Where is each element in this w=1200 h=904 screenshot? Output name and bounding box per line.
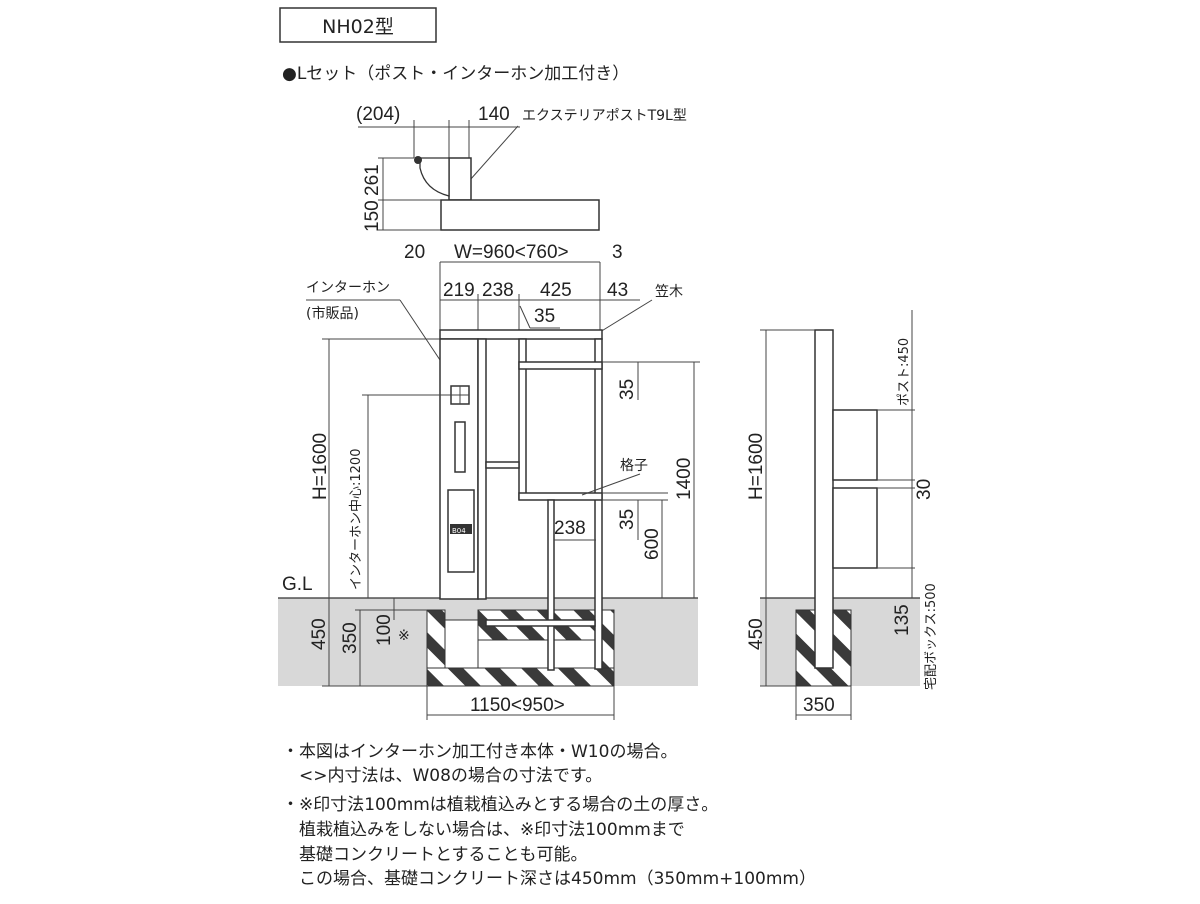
dim-450: 450 bbox=[309, 618, 330, 650]
side-elevation: H=1600 ポスト:450 30 宅配ボックス:500 135 450 350 bbox=[746, 310, 939, 720]
plan-view: (204) 140 エクステリアポストT9L型 261 150 bbox=[356, 104, 687, 232]
intercom-label: インターホン bbox=[306, 280, 390, 296]
note-line-6: この場合、基礎コンクリート深さは450mm（350mm+100mm） bbox=[282, 869, 816, 889]
koushi-label: 格子 bbox=[620, 458, 648, 474]
dim-425: 425 bbox=[540, 280, 572, 301]
drawing-subtitle: ●Lセット（ポスト・インターホン加工付き） bbox=[282, 64, 629, 84]
note-line-2: <>内寸法は、W08の場合の寸法です。 bbox=[282, 766, 603, 786]
side-dim-30: 30 bbox=[914, 479, 935, 500]
kasagi-label: 笠木 bbox=[655, 284, 683, 300]
front-elevation: G.L 20 W=960<760> 3 219 238 425 43 35 笠木… bbox=[278, 242, 700, 720]
plan-base bbox=[440, 199, 600, 231]
side-dim-height: H=1600 bbox=[746, 433, 767, 500]
dim-204: (204) bbox=[356, 104, 400, 125]
dim-43: 43 bbox=[607, 280, 628, 301]
intercom-center-label: インターホン中心:1200 bbox=[349, 449, 364, 590]
dim-1400: 1400 bbox=[674, 458, 695, 500]
dim-20: 20 bbox=[404, 242, 425, 263]
dim-238b: 238 bbox=[554, 518, 586, 539]
dim-261: 261 bbox=[362, 164, 383, 196]
title-box bbox=[279, 7, 437, 43]
dim-600: 600 bbox=[642, 528, 663, 560]
dim-35a: 35 bbox=[534, 306, 555, 327]
dim-100: 100 bbox=[374, 614, 395, 646]
dim-140: 140 bbox=[478, 104, 510, 125]
dim-35b: 35 bbox=[617, 379, 638, 400]
gl-label: G.L bbox=[282, 574, 313, 595]
dim-150: 150 bbox=[362, 200, 383, 232]
kome-mark: ※ bbox=[398, 628, 410, 644]
side-dim-350: 350 bbox=[803, 695, 835, 716]
dim-height: H=1600 bbox=[310, 433, 331, 500]
post-height-label: ポスト:450 bbox=[897, 338, 912, 406]
dim-3: 3 bbox=[612, 242, 623, 263]
note-line-5: 基礎コンクリートとすることも可能。 bbox=[282, 845, 588, 865]
note-line-1: ・本図はインターホン加工付き本体・W10の場合。 bbox=[282, 742, 678, 762]
side-dim-450: 450 bbox=[746, 618, 767, 650]
delivery-box-label: 宅配ボックス:500 bbox=[924, 583, 939, 690]
dim-base: 1150<950> bbox=[470, 695, 565, 716]
note-line-3: ・※印寸法100mmは植栽植込みとする場合の土の厚さ。 bbox=[282, 795, 719, 815]
drawing-title: NH02型 bbox=[322, 16, 394, 38]
dim-width: W=960<760> bbox=[454, 242, 569, 263]
dim-219: 219 bbox=[443, 280, 475, 301]
post-box-text: B04 bbox=[452, 527, 466, 535]
side-dim-135: 135 bbox=[892, 604, 913, 636]
intercom-note: (市販品) bbox=[306, 305, 359, 322]
note-line-4: 植栽植込みをしない場合は、※印寸法100mmまで bbox=[282, 820, 685, 840]
cap-rail bbox=[439, 329, 603, 340]
dim-35c: 35 bbox=[617, 509, 638, 530]
post-name-label: エクステリアポストT9L型 bbox=[522, 108, 687, 124]
dim-238a: 238 bbox=[482, 280, 514, 301]
dim-350: 350 bbox=[340, 622, 361, 654]
side-post bbox=[814, 329, 834, 669]
